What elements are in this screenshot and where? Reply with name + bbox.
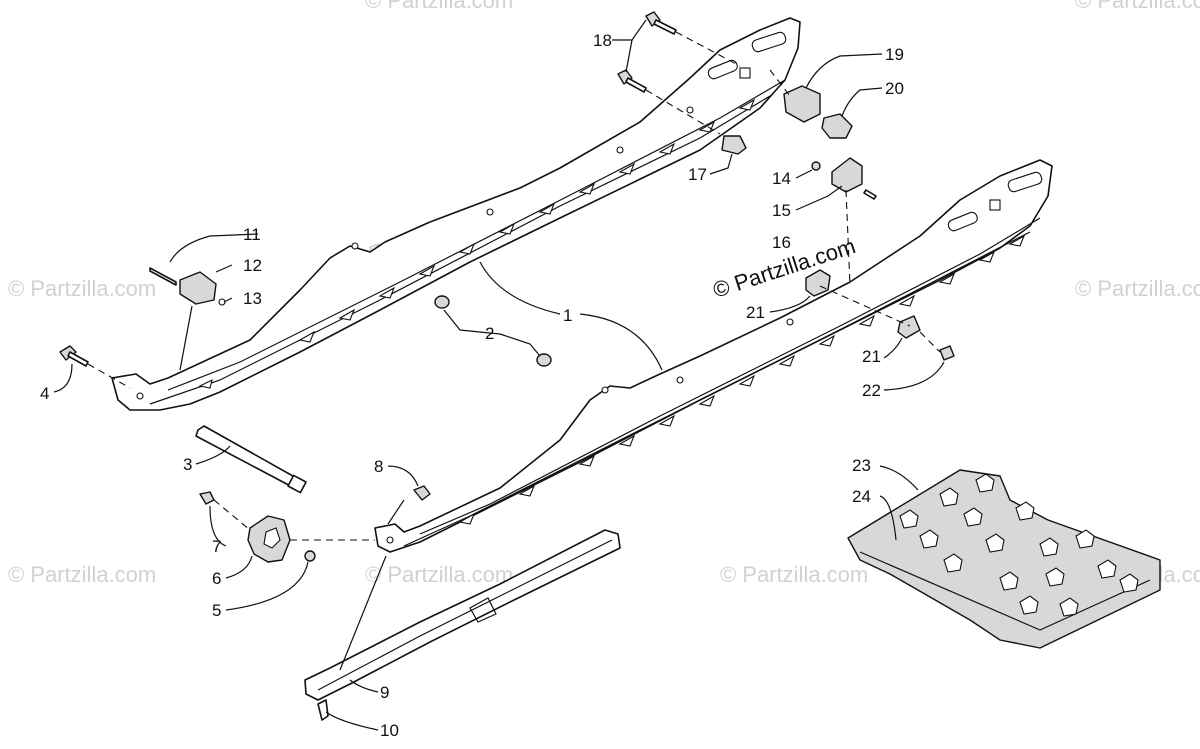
callout-16: 16 xyxy=(772,233,791,252)
callout-10: 10 xyxy=(380,721,399,740)
callout-5: 5 xyxy=(212,601,221,620)
callout-11: 11 xyxy=(243,225,261,244)
watermark: © Partzilla.com xyxy=(1075,276,1200,301)
watermark: © Partzilla.com xyxy=(8,562,156,587)
leader-lines xyxy=(53,19,945,731)
callout-6: 6 xyxy=(212,569,221,588)
watermark: © Partzilla.com xyxy=(365,0,513,13)
hardware xyxy=(59,11,955,721)
callout-labels: 1 2 3 4 5 6 7 8 9 10 11 12 13 14 15 16 1… xyxy=(40,31,904,740)
watermark: © Partzilla.com xyxy=(720,562,868,587)
rear-axle xyxy=(195,425,307,494)
callout-24: 24 xyxy=(852,487,871,506)
callout-4: 4 xyxy=(40,384,49,403)
callout-18: 18 xyxy=(593,31,612,50)
watermark: © Partzilla.com xyxy=(365,562,513,587)
callout-9: 9 xyxy=(380,683,389,702)
watermark: © Partzilla.com xyxy=(1075,0,1200,13)
callout-22: 22 xyxy=(862,381,881,400)
watermark: © Partzilla.com xyxy=(8,276,156,301)
callout-3: 3 xyxy=(183,455,192,474)
rail-right xyxy=(374,159,1053,553)
callout-8: 8 xyxy=(374,457,383,476)
wear-strip xyxy=(304,529,621,701)
callout-15: 15 xyxy=(772,201,791,220)
assembly-lines xyxy=(87,31,941,541)
callout-2: 2 xyxy=(485,324,494,343)
callout-1: 1 xyxy=(563,306,572,325)
rail-left xyxy=(111,17,801,411)
rail-left-cutouts xyxy=(136,31,787,400)
callout-19: 19 xyxy=(885,45,904,64)
callout-13: 13 xyxy=(243,289,262,308)
callout-14: 14 xyxy=(772,169,791,188)
callout-20: 20 xyxy=(885,79,904,98)
rail-right-cutouts xyxy=(386,171,1043,544)
callout-21: 21 xyxy=(862,347,881,366)
callout-7: 7 xyxy=(212,537,221,556)
callout-17: 17 xyxy=(688,165,707,184)
track-section xyxy=(847,469,1161,649)
track-lugs xyxy=(899,473,1139,617)
callout-23: 23 xyxy=(852,456,871,475)
callout-12: 12 xyxy=(243,256,262,275)
callout-21: 21 xyxy=(746,303,765,322)
